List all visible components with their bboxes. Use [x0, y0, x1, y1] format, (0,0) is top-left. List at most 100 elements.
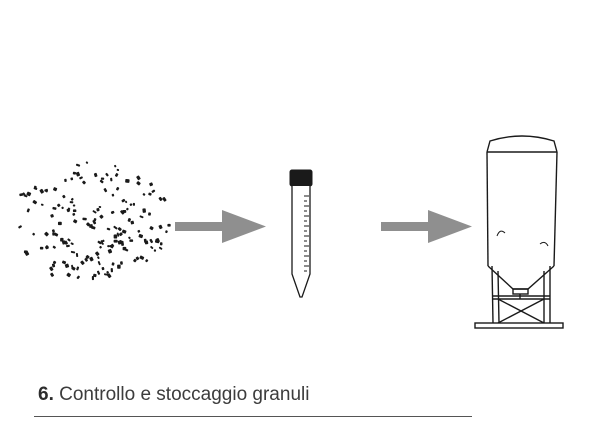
granule — [70, 197, 74, 201]
granule — [95, 251, 100, 256]
granule — [50, 214, 54, 218]
granule — [99, 214, 104, 219]
granule — [57, 203, 61, 208]
granule — [72, 213, 76, 216]
granule — [86, 222, 91, 227]
granule — [26, 208, 30, 213]
granule — [50, 272, 55, 277]
figure-caption: 6. Controllo e stoccaggio granuli — [38, 384, 309, 406]
granule — [73, 219, 78, 224]
granule — [137, 229, 141, 233]
granule — [99, 179, 104, 184]
granule — [129, 239, 134, 242]
granule — [121, 229, 127, 234]
granule — [107, 245, 110, 248]
granule — [148, 192, 152, 196]
granule — [158, 224, 163, 230]
granule — [110, 210, 115, 215]
granule — [101, 242, 104, 245]
granule — [22, 192, 26, 196]
granule — [61, 206, 64, 210]
granule — [72, 171, 77, 175]
granule — [125, 178, 130, 183]
caption-underline — [34, 416, 472, 417]
granule — [116, 168, 120, 172]
granule — [76, 275, 80, 280]
granule — [149, 238, 154, 244]
granules-icon — [18, 161, 171, 281]
granule — [60, 237, 64, 242]
granule — [167, 223, 171, 227]
granule — [67, 207, 71, 210]
granule — [104, 273, 109, 276]
granule — [19, 193, 24, 197]
granule — [70, 242, 74, 246]
granule — [142, 208, 146, 213]
granule — [49, 266, 54, 272]
granule — [114, 164, 117, 168]
granule — [72, 209, 77, 213]
granule — [129, 203, 133, 206]
granule — [98, 205, 102, 208]
granule — [136, 175, 141, 181]
granule — [39, 188, 44, 194]
granule — [111, 193, 115, 197]
granule — [97, 256, 100, 259]
granule — [132, 202, 135, 206]
granule — [101, 266, 105, 271]
granule — [76, 266, 80, 271]
granule — [52, 245, 56, 249]
granule — [159, 242, 163, 246]
granule — [70, 250, 76, 254]
granule — [113, 239, 118, 243]
granule — [66, 244, 70, 248]
granule — [109, 244, 114, 249]
granule — [130, 220, 135, 225]
granule — [119, 240, 124, 243]
granule — [79, 176, 83, 180]
granule — [136, 181, 141, 186]
granule — [18, 225, 22, 229]
granule — [32, 200, 38, 205]
granule — [69, 201, 74, 204]
granule — [44, 231, 49, 237]
granule — [110, 268, 113, 273]
granule — [151, 189, 156, 193]
granule — [96, 208, 100, 212]
granule — [139, 215, 144, 219]
granule — [45, 245, 49, 249]
granule — [52, 206, 57, 210]
granule — [99, 245, 102, 249]
granule — [117, 227, 122, 232]
granule — [143, 238, 147, 243]
granule — [72, 204, 76, 207]
granule — [75, 163, 81, 167]
granule — [122, 246, 127, 251]
granule — [67, 238, 71, 242]
granule — [139, 255, 145, 260]
granule — [165, 230, 168, 234]
granule — [71, 266, 76, 271]
granule — [117, 264, 121, 269]
granule — [26, 191, 32, 197]
granule — [93, 273, 97, 278]
granule — [133, 258, 137, 263]
granule — [97, 261, 101, 266]
storage-silo-icon — [474, 135, 564, 329]
granule — [82, 180, 86, 185]
granule — [53, 187, 58, 192]
granule — [142, 193, 146, 196]
granule — [24, 250, 30, 256]
granule — [125, 200, 128, 204]
granule — [150, 246, 154, 250]
granule — [120, 210, 125, 215]
step-number: 6. — [38, 384, 54, 405]
test-tube-icon — [289, 169, 313, 298]
granule — [102, 239, 105, 242]
granule — [52, 232, 55, 236]
granule — [97, 240, 102, 245]
granule — [128, 236, 131, 240]
granule — [75, 171, 81, 177]
granule — [64, 178, 67, 182]
granule — [106, 270, 109, 274]
